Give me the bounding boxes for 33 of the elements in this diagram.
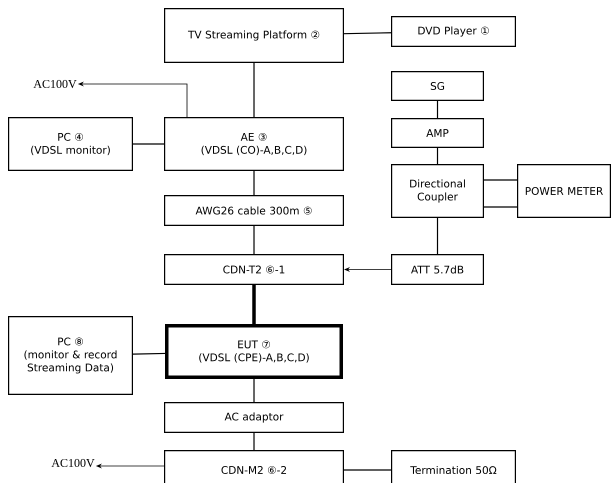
- connector-line: [484, 179, 517, 181]
- connector-line: [252, 285, 256, 324]
- connector-line: [132, 352, 166, 355]
- connector-line: [253, 379, 255, 402]
- power-label: AC100V: [33, 80, 77, 88]
- connector-line: [484, 206, 517, 208]
- connector-line: [436, 148, 438, 164]
- connector-line: [344, 469, 391, 471]
- device-box: SG: [391, 71, 484, 101]
- connector-line: [253, 63, 255, 117]
- device-box: AMP: [391, 118, 484, 148]
- device-box: AC adaptor: [164, 402, 344, 433]
- device-box: CDN-M2 ⑥-2: [164, 450, 344, 483]
- device-box: Termination 50Ω: [391, 450, 516, 483]
- device-box: AE ③ (VDSL (CO)-A,B,C,D): [164, 117, 344, 171]
- device-box: ATT 5.7dB: [391, 254, 484, 285]
- connector-line: [344, 32, 392, 34]
- device-box: POWER METER: [517, 164, 611, 218]
- connector-line: [253, 226, 255, 254]
- connector-line: [436, 218, 438, 254]
- device-box: TV Streaming Platform ②: [164, 8, 344, 63]
- device-box: AWG26 cable 300m ⑤: [164, 195, 344, 226]
- device-box: Directional Coupler: [391, 164, 484, 218]
- device-box: CDN-T2 ⑥-1: [164, 254, 344, 285]
- device-box: PC ⑧ (monitor & record Streaming Data): [8, 316, 133, 395]
- device-box: DVD Player ①: [391, 16, 516, 47]
- connector-line: [133, 143, 164, 145]
- device-box: PC ④ (VDSL monitor): [8, 117, 133, 171]
- power-label: AC100V: [51, 458, 95, 468]
- connector-line: [436, 101, 438, 118]
- connector-line: [253, 171, 255, 195]
- device-box: EUT ⑦ (VDSL (CPE)-A,B,C,D): [165, 324, 343, 379]
- connector-line: [253, 433, 255, 450]
